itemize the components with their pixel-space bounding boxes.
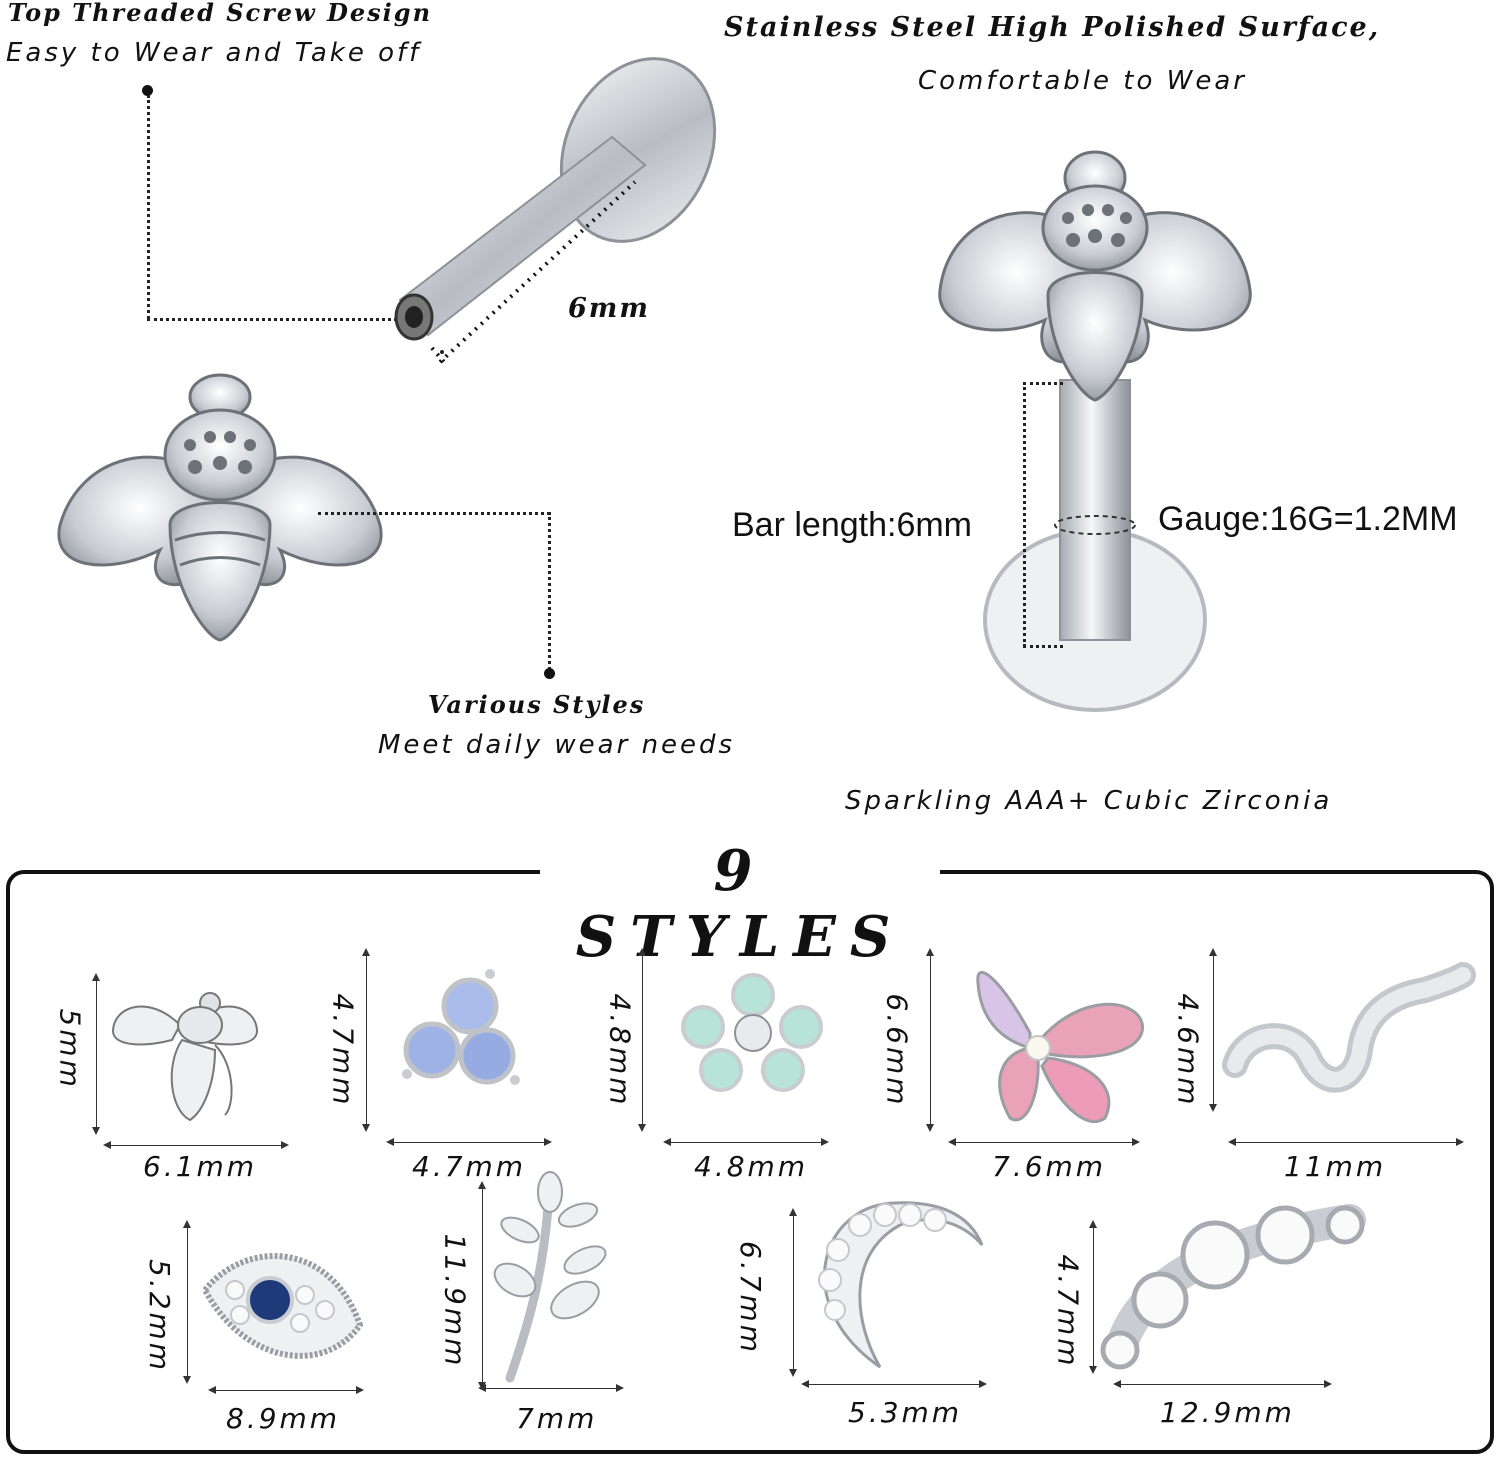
- width-dimension-line: [1113, 1380, 1332, 1388]
- callout-line: [147, 318, 397, 321]
- bar-length-line: [1023, 382, 1063, 385]
- width-dimension-line: [948, 1138, 1140, 1146]
- item-height-label: 6.6mm: [880, 993, 914, 1108]
- various-styles-title: Various Styles: [428, 690, 646, 719]
- width-dimension-line: [663, 1138, 829, 1146]
- measure-line: [440, 350, 444, 358]
- various-styles-subtitle: Meet daily wear needs: [378, 730, 736, 760]
- item-height-label: 4.8mm: [603, 993, 637, 1108]
- width-dimension-line: [478, 1384, 624, 1392]
- item-height-label: 5mm: [53, 1008, 87, 1090]
- height-dimension-line: [478, 1181, 486, 1390]
- butterfly-stud-image: [976, 970, 1144, 1124]
- bar-measure-label: 6mm: [568, 293, 650, 324]
- item-width-label: 5.3mm: [848, 1396, 963, 1429]
- zirconia-label: Sparkling AAA+ Cubic Zirconia: [845, 786, 1333, 816]
- width-dimension-line: [386, 1138, 552, 1146]
- item-width-label: 11mm: [1284, 1150, 1387, 1183]
- gauge-label: Gauge:16G=1.2MM: [1158, 500, 1458, 538]
- assembled-labret-image: [938, 150, 1252, 712]
- item-height-label: 11.9mm: [438, 1233, 472, 1369]
- item-width-label: 12.9mm: [1160, 1396, 1295, 1429]
- screw-design-subtitle: Easy to Wear and Take off: [6, 38, 422, 68]
- item-width-label: 4.8mm: [694, 1150, 809, 1183]
- width-dimension-line: [103, 1141, 289, 1149]
- bar-length-line: [1023, 645, 1063, 648]
- callout-line: [318, 512, 550, 515]
- item-height-label: 4.7mm: [1051, 1254, 1085, 1369]
- styles-panel-title: 9 STYLES: [540, 838, 940, 970]
- polished-surface-title: Stainless Steel High Polished Surface,: [724, 12, 1381, 43]
- item-width-label: 8.9mm: [226, 1402, 341, 1435]
- item-height-label: 6.7mm: [734, 1241, 767, 1356]
- snake-stud-image: [1222, 962, 1476, 1093]
- width-dimension-line: [1228, 1138, 1464, 1146]
- item-height-label: 4.6mm: [1171, 993, 1205, 1108]
- threaded-post-image: [394, 57, 717, 341]
- opal-trinity-image: [402, 969, 520, 1085]
- callout-dot: [544, 668, 555, 679]
- item-width-label: 7mm: [516, 1402, 598, 1435]
- evil-eye-stud-image: [201, 1253, 364, 1359]
- bezel-cluster-stud-image: [1100, 1204, 1366, 1370]
- bee-stud-image: [111, 992, 259, 1122]
- bar-length-label: Bar length:6mm: [732, 506, 972, 544]
- callout-dot: [142, 85, 153, 96]
- item-height-label: 5.2mm: [143, 1259, 176, 1374]
- bar-length-line: [1023, 382, 1026, 647]
- height-dimension-line: [362, 948, 370, 1132]
- callout-line: [147, 95, 150, 319]
- height-dimension-line: [638, 948, 646, 1132]
- flower-stud-image: [681, 973, 823, 1092]
- measure-dotted-line: [430, 180, 637, 364]
- moon-stud-image: [818, 1201, 984, 1369]
- height-dimension-line: [1089, 1220, 1097, 1374]
- callout-line: [548, 512, 551, 670]
- screw-design-title: Top Threaded Screw Design: [8, 0, 433, 27]
- item-width-label: 4.7mm: [412, 1150, 527, 1183]
- item-width-label: 6.1mm: [143, 1150, 258, 1183]
- item-width-label: 7.6mm: [992, 1150, 1107, 1183]
- bee-top-image: [57, 373, 383, 642]
- height-dimension-line: [1209, 948, 1217, 1112]
- item-height-label: 4.7mm: [326, 993, 360, 1108]
- polished-surface-subtitle: Comfortable to Wear: [918, 66, 1247, 96]
- height-dimension-line: [789, 1208, 797, 1377]
- width-dimension-line: [208, 1386, 364, 1394]
- width-dimension-line: [801, 1380, 987, 1388]
- height-dimension-line: [926, 948, 934, 1132]
- height-dimension-line: [92, 973, 100, 1135]
- height-dimension-line: [183, 1220, 191, 1384]
- leaf-stud-image: [493, 1171, 607, 1383]
